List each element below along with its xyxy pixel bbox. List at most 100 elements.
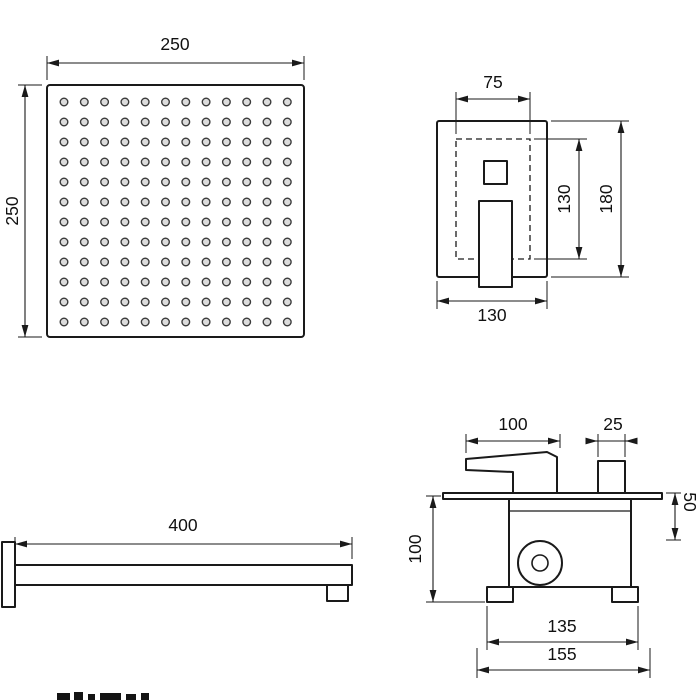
nozzle-dot (242, 297, 252, 307)
nozzle-dot (181, 197, 191, 207)
watermark-fragment (74, 692, 83, 700)
nozzle-dot (242, 197, 252, 207)
dim-label-130-inner: 130 (554, 184, 574, 213)
nozzle-dot (100, 237, 110, 247)
nozzle-dot (160, 257, 170, 267)
nozzle-dot (181, 97, 191, 107)
nozzle-dot (100, 277, 110, 287)
nozzle-dot (59, 217, 69, 227)
nozzle-dot (242, 257, 252, 267)
nozzle-dot (201, 137, 211, 147)
nozzle-dot (221, 257, 231, 267)
dim-side-height: 100 (405, 495, 485, 603)
nozzle-dot (160, 317, 170, 327)
nozzle-dot (282, 117, 292, 127)
nozzle-dot (160, 277, 170, 287)
nozzle-dot (79, 297, 89, 307)
dim-mixer-bottom-width: 130 (436, 281, 548, 325)
nozzle-dot (201, 117, 211, 127)
nozzle-dot (181, 257, 191, 267)
dim-label-100-handle: 100 (498, 414, 527, 434)
dim-label-25: 25 (603, 414, 622, 434)
nozzle-dot (201, 297, 211, 307)
nozzle-dot (221, 157, 231, 167)
nozzle-dot (181, 217, 191, 227)
nozzle-dot (100, 137, 110, 147)
foot-right (611, 586, 639, 603)
dim-arm-length: 400 (14, 515, 353, 559)
arm-outlet-nozzle (326, 584, 349, 602)
nozzle-dot (160, 217, 170, 227)
mixer-lever-side (465, 451, 558, 494)
nozzle-dot (79, 117, 89, 127)
nozzle-dot (242, 237, 252, 247)
nozzle-dot (262, 277, 272, 287)
nozzle-dot (140, 297, 150, 307)
nozzle-dot (79, 137, 89, 147)
nozzle-dot (221, 237, 231, 247)
dim-label-50-clipped: 50 (680, 492, 700, 512)
nozzle-dot (79, 277, 89, 287)
nozzle-dot (100, 157, 110, 167)
dim-label-135: 135 (547, 616, 576, 636)
nozzle-dot (262, 197, 272, 207)
nozzle-dot (181, 137, 191, 147)
shower-arm-side-view: 400 (1, 515, 353, 608)
nozzle-dot (59, 257, 69, 267)
nozzle-dot (201, 237, 211, 247)
nozzle-dot (262, 137, 272, 147)
nozzle-dot (242, 177, 252, 187)
nozzle-dot (201, 217, 211, 227)
nozzle-dot (59, 297, 69, 307)
nozzle-dot (79, 317, 89, 327)
nozzle-dot (100, 257, 110, 267)
nozzle-dot (262, 237, 272, 247)
dim-side-total-width: 155 (476, 644, 651, 678)
nozzle-dot (221, 177, 231, 187)
nozzle-dot (242, 97, 252, 107)
nozzle-dot (140, 137, 150, 147)
nozzle-dot (59, 177, 69, 187)
nozzle-dot (140, 117, 150, 127)
showerhead-plate (46, 84, 305, 338)
nozzle-dot (140, 197, 150, 207)
nozzle-dot (221, 217, 231, 227)
nozzle-dot (59, 117, 69, 127)
dim-showerhead-height: 250 (2, 84, 42, 338)
nozzle-dot (160, 157, 170, 167)
nozzle-dot (201, 197, 211, 207)
nozzle-dot (262, 157, 272, 167)
nozzle-dot (160, 197, 170, 207)
nozzle-dot (100, 177, 110, 187)
nozzle-dot (59, 317, 69, 327)
nozzle-dot (59, 97, 69, 107)
nozzle-dot (242, 117, 252, 127)
nozzle-dot (100, 317, 110, 327)
nozzle-dot (120, 237, 130, 247)
nozzle-dot (181, 317, 191, 327)
nozzle-dot (160, 137, 170, 147)
nozzle-dot (120, 257, 130, 267)
nozzle-dot (100, 197, 110, 207)
nozzle-dot (120, 117, 130, 127)
dim-mixer-top-width: 75 (455, 72, 531, 134)
nozzle-dot (100, 297, 110, 307)
nozzle-dot (282, 297, 292, 307)
nozzle-dot (120, 97, 130, 107)
nozzle-dot (140, 237, 150, 247)
nozzle-dot (201, 277, 211, 287)
nozzle-dot (140, 157, 150, 167)
dim-side-outlet: 25 (585, 414, 638, 457)
nozzle-dot (201, 157, 211, 167)
nozzle-dot (282, 137, 292, 147)
nozzle-dot (120, 317, 130, 327)
nozzle-dot (79, 197, 89, 207)
valve-cap-inner (531, 554, 549, 572)
dim-label-155: 155 (547, 644, 576, 664)
nozzle-dot (120, 137, 130, 147)
nozzle-dot (242, 137, 252, 147)
nozzle-dot (242, 277, 252, 287)
nozzle-dot (79, 237, 89, 247)
nozzle-dot (262, 217, 272, 227)
nozzle-dot (160, 97, 170, 107)
